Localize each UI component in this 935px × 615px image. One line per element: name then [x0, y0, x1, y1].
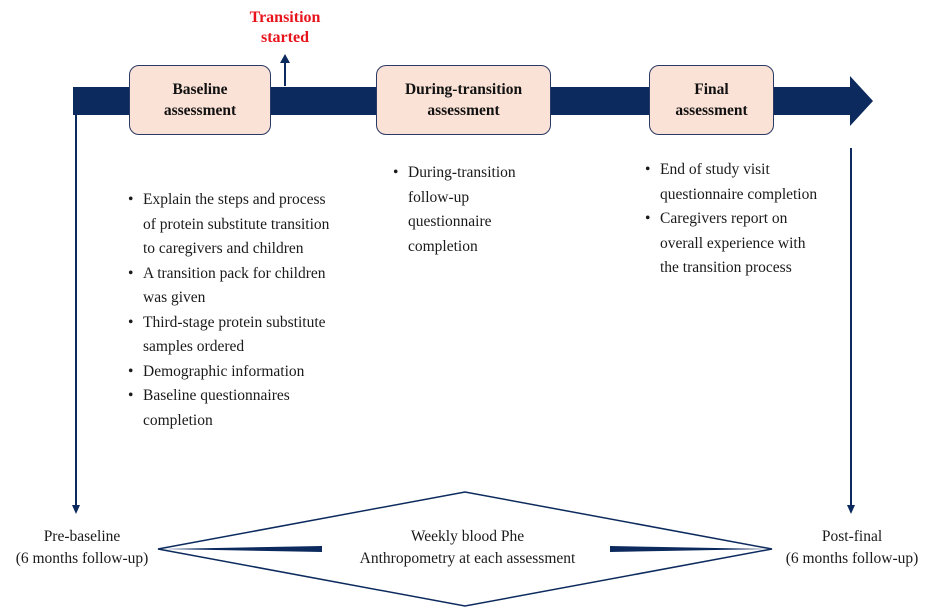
post-final-line1: Post-final	[821, 528, 883, 545]
ongoing-measures-label: Weekly blood Phe Anthropometry at each a…	[325, 526, 610, 570]
post-final-arrow-head	[847, 505, 855, 514]
final-task-item: Caregivers report on overall experience …	[643, 207, 823, 281]
ongoing-line2: Anthropometry at each assessment	[359, 550, 576, 567]
final-task-list: End of study visit questionnaire complet…	[643, 158, 823, 281]
transition-label-line1: Transition	[249, 9, 321, 26]
during-transition-assessment-box: During-transition assessment	[376, 65, 551, 135]
transition-arrow-head	[280, 54, 290, 63]
transition-label-line2: started	[261, 29, 309, 46]
baseline-task-item: Demographic information	[126, 360, 336, 385]
during-task-list: During-transition follow-up questionnair…	[391, 161, 551, 259]
pre-baseline-line2: (6 months follow-up)	[15, 550, 149, 567]
baseline-assessment-box: Baseline assessment	[129, 65, 271, 135]
pre-baseline-label: Pre-baseline (6 months follow-up)	[2, 526, 162, 570]
baseline-box-line2: assessment	[163, 102, 237, 119]
baseline-task-list: Explain the steps and process of protein…	[126, 188, 336, 433]
during-box-line1: During-transition	[404, 81, 523, 98]
pre-baseline-line1: Pre-baseline	[43, 528, 121, 545]
diamond-right-bar	[610, 546, 767, 552]
final-box-line2: assessment	[675, 102, 748, 119]
post-final-line2: (6 months follow-up)	[785, 550, 919, 567]
final-task-item: End of study visit questionnaire complet…	[643, 158, 823, 207]
final-assessment-box: Final assessment	[649, 65, 774, 135]
baseline-box-line1: Baseline	[172, 81, 228, 98]
pre-baseline-arrow-head	[72, 505, 80, 514]
transition-started-label: Transition started	[232, 8, 338, 48]
diamond-left-bar	[163, 546, 322, 552]
baseline-task-item: A transition pack for children was given	[126, 262, 336, 311]
final-box-line1: Final	[694, 81, 729, 98]
baseline-task-item: Explain the steps and process of protein…	[126, 188, 336, 262]
baseline-task-item: Third-stage protein substitute samples o…	[126, 311, 336, 360]
baseline-task-item: Baseline questionnaires completion	[126, 384, 336, 433]
ongoing-line1: Weekly blood Phe	[410, 528, 525, 545]
during-task-item: During-transition follow-up questionnair…	[391, 161, 551, 259]
ongoing-diamond	[157, 491, 773, 607]
post-final-label: Post-final (6 months follow-up)	[771, 526, 933, 570]
during-box-line2: assessment	[427, 102, 500, 119]
